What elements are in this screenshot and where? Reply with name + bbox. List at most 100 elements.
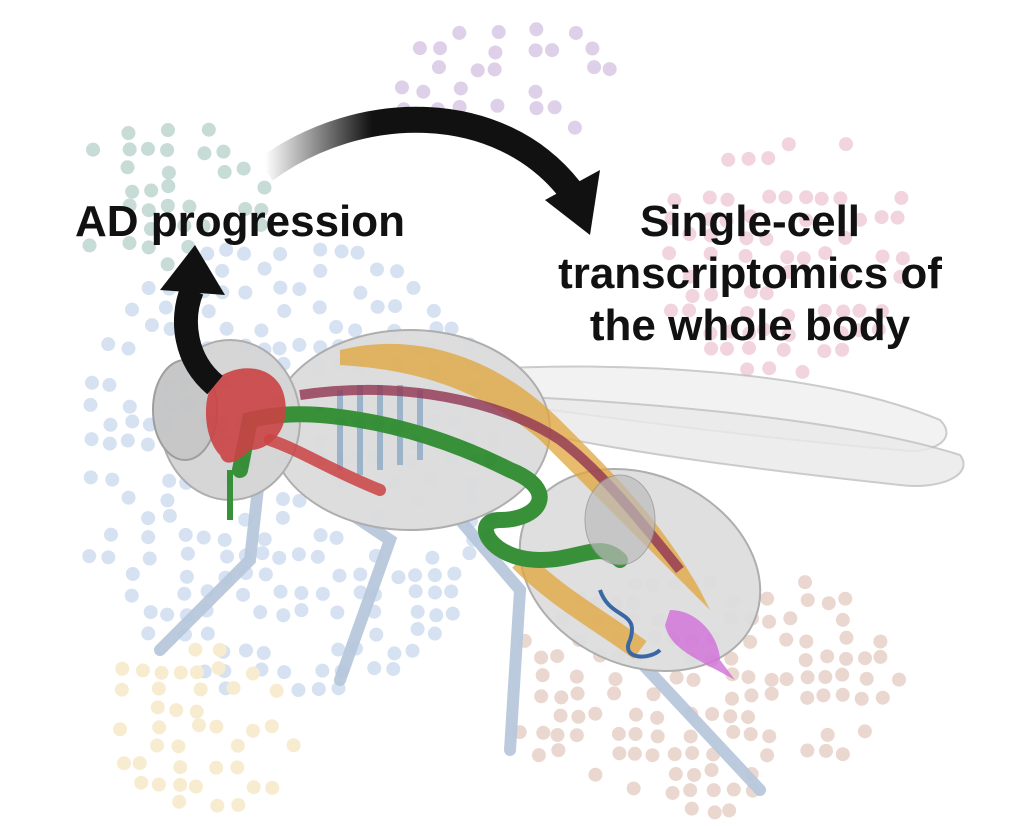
cell-dot <box>568 25 583 40</box>
cell-dot <box>429 608 444 623</box>
cell-dot <box>741 710 756 725</box>
cell-dot <box>209 760 224 775</box>
cell-dot <box>236 161 251 176</box>
cell-dot <box>210 798 225 813</box>
cell-dot <box>571 709 586 724</box>
cell-dot <box>237 246 252 261</box>
leg <box>454 514 527 756</box>
cell-dot <box>588 767 603 782</box>
cell-dot <box>226 680 241 695</box>
cell-dot <box>428 585 443 600</box>
cell-dot <box>721 152 736 167</box>
cell-dot <box>160 257 175 272</box>
cell-dot <box>197 146 212 161</box>
cell-dot <box>230 738 245 753</box>
cell-dot <box>628 726 643 741</box>
cell-dot <box>550 649 565 664</box>
arrow-head-left <box>160 245 225 295</box>
cell-dot <box>179 569 194 584</box>
cell-dot <box>275 492 290 507</box>
cell-dot <box>315 663 330 678</box>
cell-dot <box>85 375 100 390</box>
cell-dot <box>662 246 677 261</box>
cell-dot <box>273 280 288 295</box>
label-line: transcriptomics of <box>558 249 942 298</box>
cell-dot <box>740 362 755 377</box>
cell-dot <box>798 653 813 668</box>
cell-dot <box>799 634 814 649</box>
cell-dot <box>444 584 459 599</box>
cell-dot <box>569 669 584 684</box>
cell-dot <box>669 670 684 685</box>
cell-dot <box>570 686 585 701</box>
cell-dot <box>292 282 307 297</box>
cell-dot <box>182 199 197 214</box>
cell-dot <box>122 198 137 213</box>
cell-dot <box>141 530 156 545</box>
curved-arrow-top <box>257 106 581 199</box>
cell-dot <box>646 687 661 702</box>
cell-dot <box>588 706 603 721</box>
wing <box>468 393 965 487</box>
cell-dot <box>835 342 850 357</box>
cell-dot <box>172 794 187 809</box>
cell-dot <box>188 779 203 794</box>
cell-dot <box>629 707 644 722</box>
cell-dot <box>132 756 147 771</box>
cell-dot <box>427 568 442 583</box>
cell-dot <box>838 137 853 152</box>
cell-dot <box>245 666 260 681</box>
cell-dot <box>547 100 562 115</box>
cell-dot <box>838 591 853 606</box>
cell-dot <box>121 126 136 141</box>
cell-dot <box>276 608 291 623</box>
cell-dot <box>201 122 216 137</box>
cell-dot <box>160 493 175 508</box>
cell-dot <box>370 299 385 314</box>
cell-dot <box>760 591 775 606</box>
cell-dot <box>140 141 155 156</box>
cell-dot <box>256 646 271 661</box>
cell-dot <box>817 303 832 318</box>
cell-dot <box>369 627 384 642</box>
cell-dot <box>781 137 796 152</box>
cell-dot <box>686 672 701 687</box>
cell-dot <box>141 203 156 218</box>
ad-progression-label: AD progression <box>74 197 406 246</box>
cell-dot <box>821 596 836 611</box>
cell-dot <box>739 306 754 321</box>
cell-dot <box>124 588 139 603</box>
cell-dot <box>150 738 165 753</box>
cell-dot <box>124 302 139 317</box>
cell-dot <box>722 803 737 818</box>
cell-dot <box>161 165 176 180</box>
cell-dot <box>720 192 735 207</box>
cell-dot <box>799 190 814 205</box>
cell-dot <box>781 265 796 280</box>
cell-dot <box>200 626 215 641</box>
cell-dot <box>386 661 401 676</box>
cell-dot <box>84 432 99 447</box>
cell-dot <box>189 665 204 680</box>
cell-dot <box>759 286 774 301</box>
cell-dot <box>425 550 440 565</box>
cell-dot <box>859 671 874 686</box>
cell-dot <box>220 549 235 564</box>
cell-dot <box>212 642 227 657</box>
cell-dot <box>142 551 157 566</box>
cell-dot <box>835 747 850 762</box>
cell-dot <box>215 263 230 278</box>
cell-dot <box>426 303 441 318</box>
cell-dot <box>406 280 421 295</box>
cell-dot <box>534 689 549 704</box>
cell-dot <box>103 527 118 542</box>
cell-dot <box>257 180 272 195</box>
cell-dot <box>836 304 851 319</box>
cell-dot <box>894 190 909 205</box>
cell-dot <box>330 605 345 620</box>
cell-dot <box>569 728 584 743</box>
cell-dot <box>122 142 137 157</box>
cell-dot <box>120 433 135 448</box>
cell-dot <box>820 649 835 664</box>
cell-dot <box>744 688 759 703</box>
